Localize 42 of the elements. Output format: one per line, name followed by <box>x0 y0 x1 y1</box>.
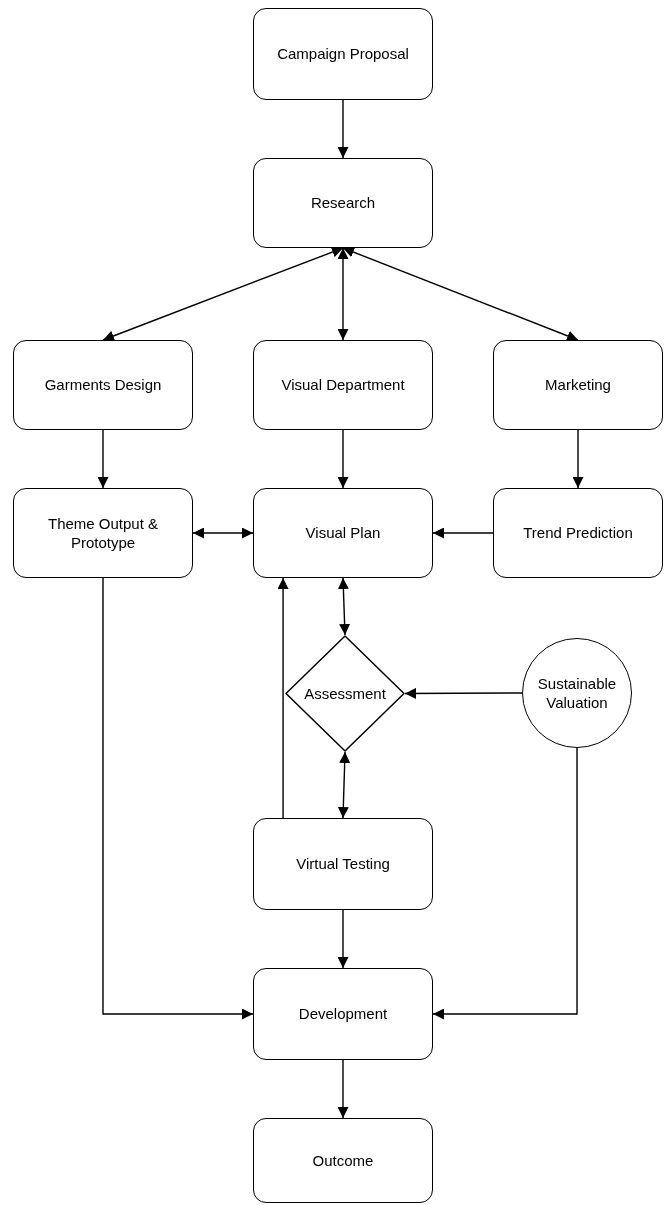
node-label: Campaign Proposal <box>276 44 410 64</box>
node-label: Sustainable Valuation <box>536 673 618 713</box>
node-label: Assessment <box>304 683 386 704</box>
process-box <box>253 488 433 578</box>
node-label: Visual Plan <box>304 523 382 543</box>
node-label: Visual Department <box>280 375 406 395</box>
node-label: Outcome <box>311 1150 375 1171</box>
process-box <box>253 8 433 100</box>
process-box <box>253 158 433 248</box>
node-label: Theme Output & Prototype <box>46 513 160 553</box>
arrow <box>432 527 494 539</box>
process-box <box>493 488 663 578</box>
process-box <box>253 1118 433 1203</box>
arrow <box>102 577 254 1020</box>
node-label: Development <box>297 1004 389 1024</box>
decision-diamond <box>285 635 405 752</box>
node-label: Trend Prediction <box>522 523 634 543</box>
arrow <box>337 909 349 969</box>
arrow <box>337 1059 349 1119</box>
node-label: Marketing <box>544 375 612 395</box>
process-box <box>493 340 663 430</box>
process-box <box>253 968 433 1060</box>
arrow <box>342 246 579 342</box>
process-box <box>253 818 433 910</box>
arrow <box>337 577 351 636</box>
arrow <box>432 747 578 1020</box>
arrow <box>102 246 344 342</box>
arrow <box>97 429 109 489</box>
node-label: Virtual Testing <box>295 854 391 874</box>
arrow <box>337 429 349 489</box>
arrow <box>404 687 523 699</box>
arrow <box>337 751 351 819</box>
arrow <box>572 429 584 489</box>
process-box <box>13 488 193 578</box>
node-label: Garments Design <box>43 375 163 395</box>
arrow <box>192 527 254 539</box>
process-box <box>253 340 433 430</box>
process-box <box>13 340 193 430</box>
arrow <box>277 577 289 819</box>
node-label: Research <box>309 193 377 213</box>
arrow <box>337 247 349 341</box>
arrow <box>337 99 349 159</box>
